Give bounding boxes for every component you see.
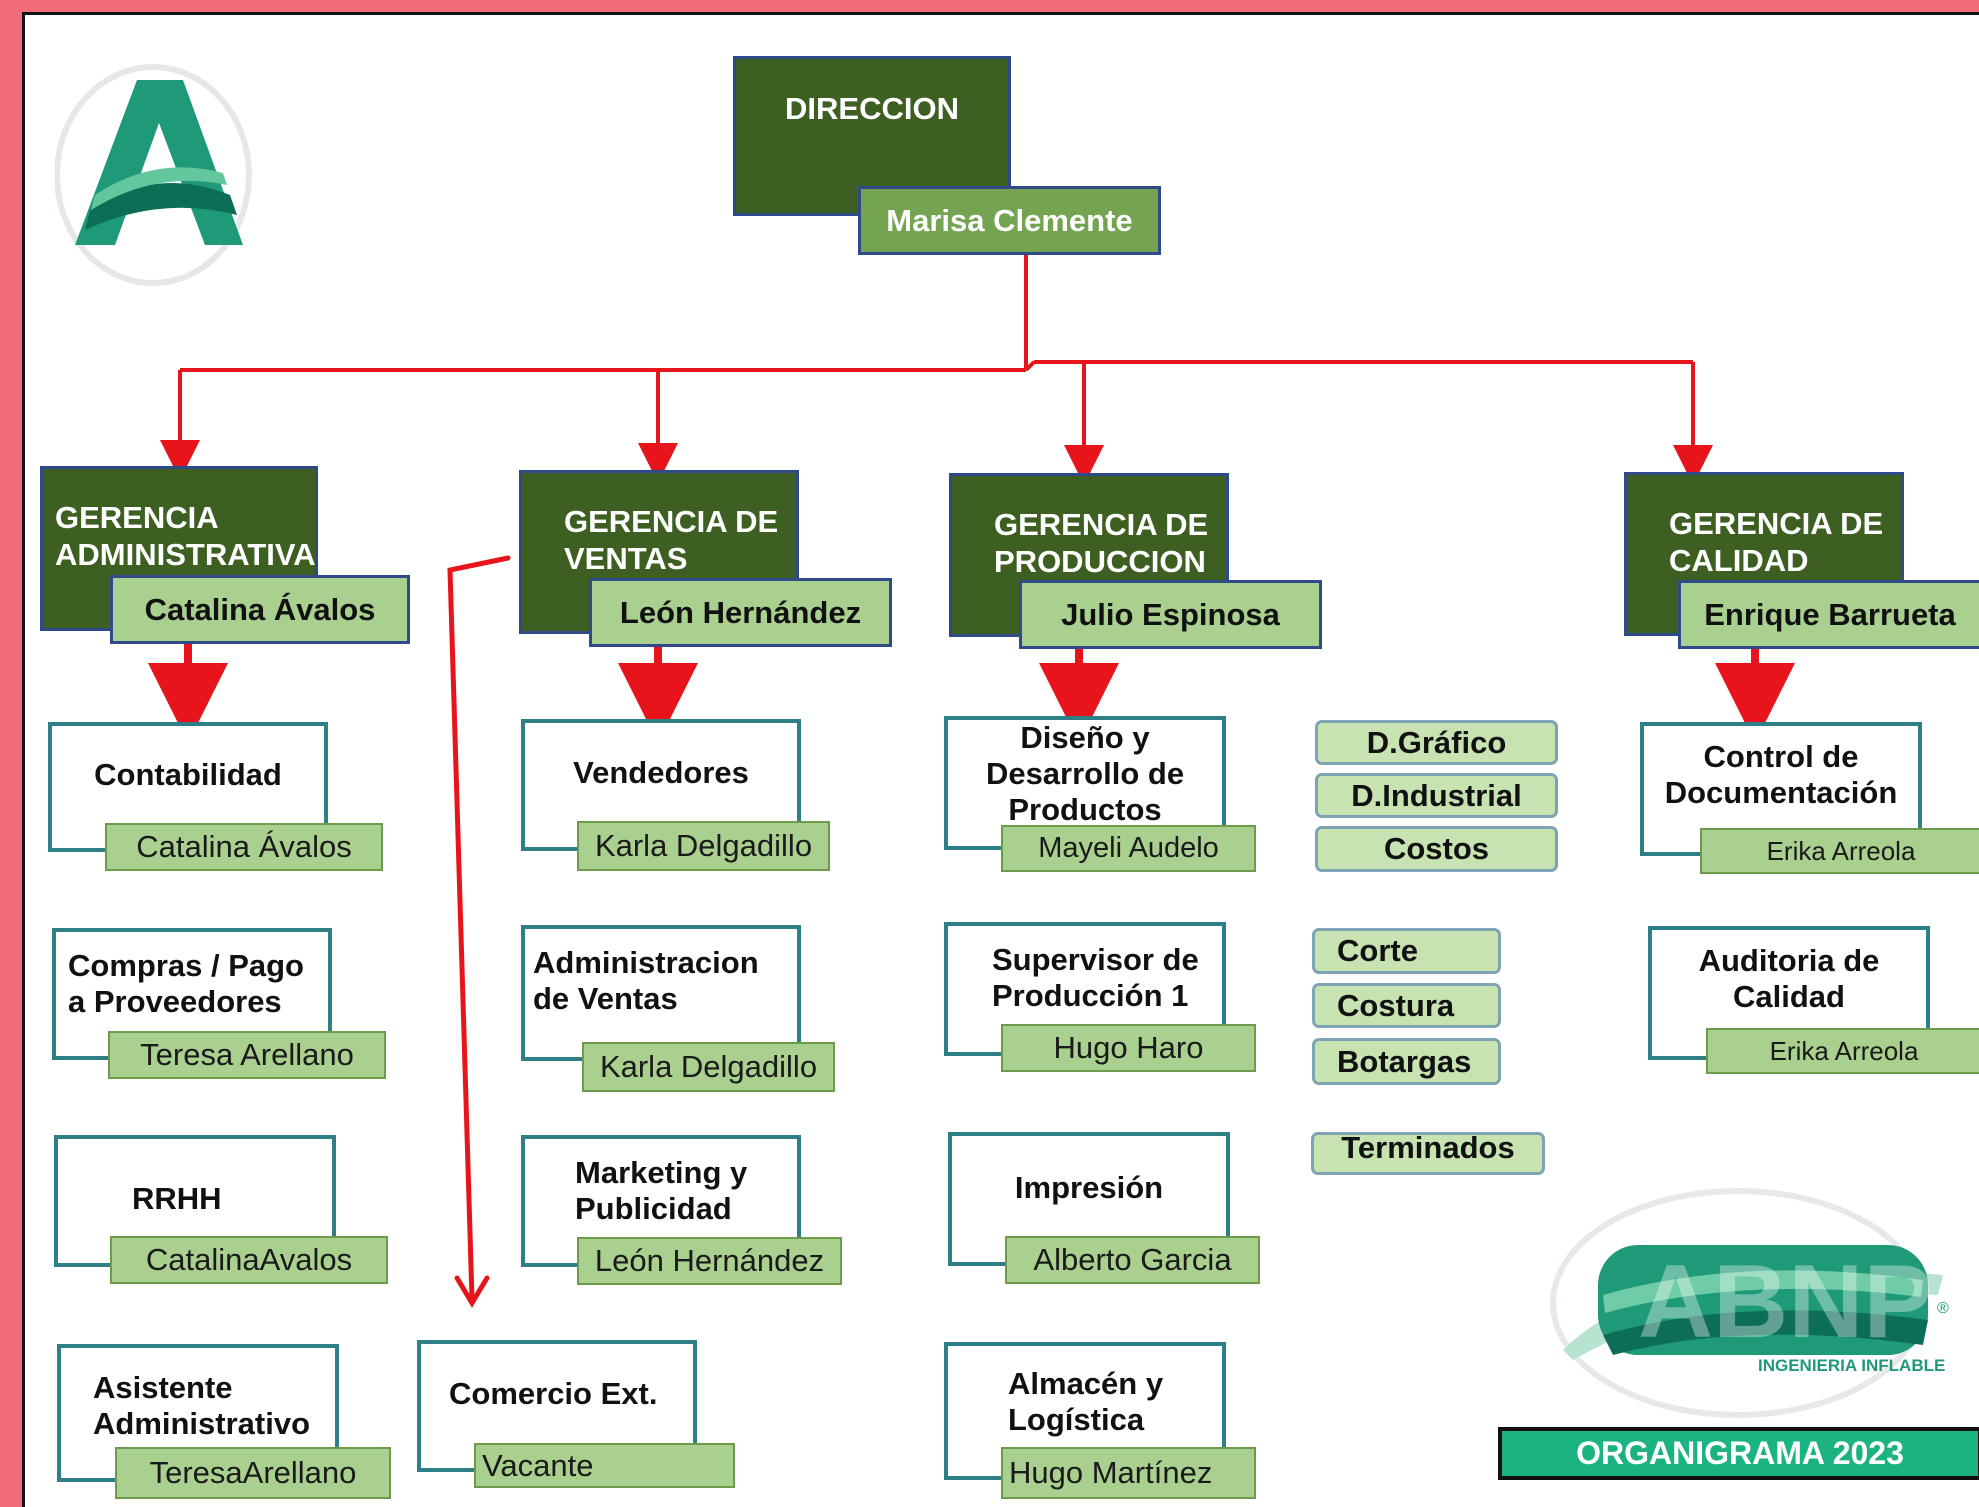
area-label: D.Industrial <box>1351 777 1522 813</box>
area-corte: Corte <box>1312 928 1501 974</box>
arrow-to-comercio-ext <box>447 555 511 1302</box>
manager-name: Julio Espinosa <box>1061 596 1280 632</box>
unit-label: Comercio Ext. <box>449 1376 658 1411</box>
person-name: Erika Arreola <box>1766 835 1916 866</box>
direccion-name-text: Marisa Clemente <box>886 202 1133 238</box>
person-name: Teresa Arellano <box>140 1037 354 1072</box>
unit-admin-ventas: Administracion de Ventas <box>521 925 801 1061</box>
comercio-arrowhead <box>454 1275 490 1308</box>
area-d-industrial: D.Industrial <box>1315 773 1558 818</box>
unit-person: TeresaArellano <box>115 1447 391 1499</box>
manager-calidad: Enrique Barrueta <box>1678 580 1979 649</box>
gerencia-title-line1: GERENCIA DE <box>564 504 779 539</box>
gerencia-title-line2: ADMINISTRATIVA <box>55 537 316 572</box>
area-label: Corte <box>1337 933 1418 968</box>
unit-person: Catalina Ávalos <box>105 823 383 871</box>
area-label: Botargas <box>1337 1043 1472 1079</box>
branch-jog <box>1024 360 1036 372</box>
person-name: Alberto Garcia <box>1033 1242 1232 1277</box>
gerencia-title-line1: GERENCIA DE <box>994 507 1209 542</box>
gerencia-title-line1: GERENCIA DE <box>1669 506 1884 541</box>
manager-name: Enrique Barrueta <box>1704 596 1956 632</box>
manager-name: León Hernández <box>619 594 862 630</box>
unit-label: RRHH <box>132 1181 222 1216</box>
person-name: Catalina Ávalos <box>136 829 352 864</box>
direccion-title: DIRECCION <box>785 91 959 126</box>
manager-produccion: Julio Espinosa <box>1019 580 1322 649</box>
logo-tagline: INGENIERIA INFLABLE <box>1758 1356 1945 1375</box>
area-costos: Costos <box>1315 826 1558 872</box>
person-name: Mayeli Audelo <box>1038 832 1219 864</box>
unit-person: Alberto Garcia <box>1005 1236 1260 1284</box>
connector-lines <box>148 215 1795 1308</box>
unit-label: Asistente Administrativo <box>93 1370 311 1441</box>
person-name: Hugo Haro <box>1053 1030 1204 1065</box>
unit-label: Contabilidad <box>94 757 282 792</box>
area-costura: Costura <box>1312 983 1501 1028</box>
abnp-logo: ABNP ® INGENIERIA INFLABLE <box>1543 1185 1979 1435</box>
area-label: Terminados <box>1341 1130 1515 1165</box>
area-d-grafico: D.Gráfico <box>1315 720 1558 765</box>
unit-person: Karla Delgadillo <box>582 1042 835 1092</box>
unit-person: Hugo Haro <box>1001 1024 1256 1072</box>
gerencia-title-line2: CALIDAD <box>1669 543 1809 578</box>
person-name: CatalinaAvalos <box>145 1242 353 1277</box>
unit-label: Administracion de Ventas <box>533 945 759 1016</box>
unit-label: Supervisor de Producción 1 <box>992 942 1199 1013</box>
unit-person: Erika Arreola <box>1700 828 1979 874</box>
unit-person: Hugo Martínez <box>1001 1447 1256 1499</box>
unit-label: Marketing y Publicidad <box>575 1155 748 1226</box>
a-monogram-logo <box>54 45 265 295</box>
manager-name: Catalina Ávalos <box>144 591 376 627</box>
area-label: Costura <box>1337 987 1455 1023</box>
gerencia-title-line2: VENTAS <box>564 541 688 576</box>
unit-label: Impresión <box>1014 1170 1164 1205</box>
unit-person: León Hernández <box>577 1237 842 1285</box>
person-name: Karla Delgadillo <box>594 828 813 863</box>
unit-label: Control de Documentación <box>1664 739 1898 810</box>
person-name: TeresaArellano <box>149 1455 357 1490</box>
person-name: Vacante <box>482 1447 594 1483</box>
person-name: Erika Arreola <box>1769 1035 1919 1066</box>
manager-ventas: León Hernández <box>589 578 892 647</box>
area-label: D.Gráfico <box>1366 724 1507 760</box>
manager-administrativa: Catalina Ávalos <box>110 575 410 644</box>
unit-label: Compras / Pago a Proveedores <box>68 948 304 1019</box>
unit-diseno: Diseño y Desarrollo de Productos <box>944 716 1226 850</box>
gerencia-title-line1: GERENCIA <box>55 500 219 535</box>
unit-label: Diseño y Desarrollo de Productos <box>985 720 1185 827</box>
unit-label: Auditoria de Calidad <box>1698 943 1880 1014</box>
area-terminados: Terminados <box>1311 1132 1545 1175</box>
unit-person: CatalinaAvalos <box>110 1236 388 1284</box>
area-label: Costos <box>1383 831 1490 866</box>
banner-text: ORGANIGRAMA 2023 <box>1576 1435 1904 1471</box>
person-name: Karla Delgadillo <box>599 1049 818 1084</box>
person-name: Hugo Martínez <box>1009 1455 1213 1490</box>
org-chart-canvas: DIRECCION Marisa Clemente GERENCIA ADMIN… <box>22 12 1979 1507</box>
unit-person: Mayeli Audelo <box>1001 825 1256 872</box>
organigrama-banner: ORGANIGRAMA 2023 <box>1498 1427 1979 1480</box>
person-name: León Hernández <box>594 1243 825 1278</box>
unit-person: Erika Arreola <box>1706 1028 1979 1074</box>
unit-person: Vacante <box>474 1443 735 1488</box>
unit-label: Vendedores <box>573 755 749 790</box>
gerencia-title-line2: PRODUCCION <box>994 544 1206 579</box>
area-botargas: Botargas <box>1312 1038 1501 1085</box>
unit-person: Karla Delgadillo <box>577 821 830 871</box>
unit-person: Teresa Arellano <box>108 1031 386 1079</box>
logo-letters: ABNP <box>1638 1244 1933 1360</box>
direccion-name: Marisa Clemente <box>858 186 1161 255</box>
registered-mark: ® <box>1937 1300 1949 1317</box>
unit-label: Almacén y Logística <box>1008 1366 1164 1437</box>
